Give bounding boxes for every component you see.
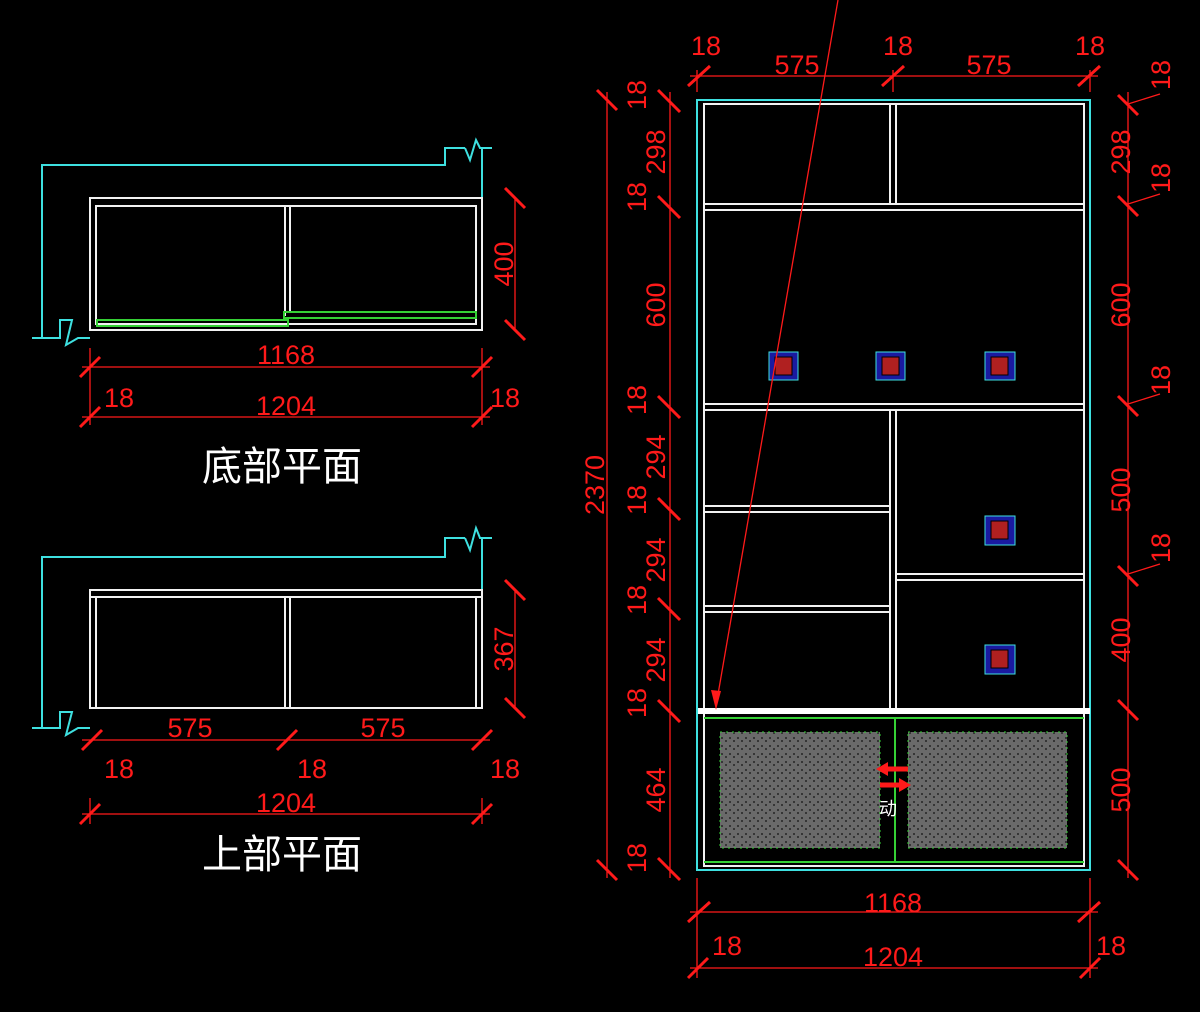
leader-line	[711, 0, 839, 710]
svg-text:294: 294	[641, 434, 671, 479]
svg-text:18: 18	[104, 754, 134, 784]
svg-text:575: 575	[966, 50, 1011, 80]
svg-text:1168: 1168	[864, 888, 922, 918]
dimension-depth: 400	[489, 186, 527, 342]
svg-text:500: 500	[1106, 767, 1136, 812]
svg-text:400: 400	[1106, 617, 1136, 662]
svg-text:1204: 1204	[863, 942, 923, 972]
svg-text:294: 294	[641, 537, 671, 582]
dimension-right-chain: 18 298 18 600 18 500 18 400 500	[1106, 60, 1176, 882]
light-fixture-icon	[768, 351, 799, 381]
svg-text:18: 18	[1146, 60, 1176, 90]
svg-text:575: 575	[774, 50, 819, 80]
svg-text:18: 18	[622, 80, 652, 110]
sliding-arrows-icon	[876, 762, 911, 792]
svg-text:1204: 1204	[256, 391, 316, 421]
sliding-door-left	[96, 319, 289, 327]
dimension-top: 18 575 18 575 18	[686, 31, 1105, 92]
svg-text:2370: 2370	[580, 455, 610, 515]
svg-text:18: 18	[1075, 31, 1105, 61]
svg-text:1168: 1168	[257, 340, 315, 370]
cabinet-outline	[89, 197, 483, 331]
light-fixture-icons	[768, 351, 1016, 675]
dimension-total-width: 1204 18 18	[78, 348, 520, 429]
svg-text:18: 18	[1146, 533, 1176, 563]
svg-text:298: 298	[641, 129, 671, 174]
svg-text:18: 18	[1096, 931, 1126, 961]
svg-text:600: 600	[1106, 282, 1136, 327]
svg-text:18: 18	[883, 31, 913, 61]
base-shelf	[698, 708, 1090, 714]
svg-text:575: 575	[360, 713, 405, 743]
svg-text:18: 18	[622, 485, 652, 515]
svg-text:18: 18	[622, 385, 652, 415]
view-title: 上部平面	[202, 832, 362, 878]
svg-text:18: 18	[691, 31, 721, 61]
top-plan-view: 367 575 575 18 18 18 1204 上部平面	[32, 524, 527, 878]
light-fixture-icon	[875, 351, 906, 381]
door-label: 动	[879, 799, 897, 820]
svg-text:18: 18	[1146, 163, 1176, 193]
svg-text:500: 500	[1106, 467, 1136, 512]
svg-text:294: 294	[641, 637, 671, 682]
svg-text:18: 18	[490, 383, 520, 413]
light-fixture-icon	[984, 351, 1016, 381]
svg-text:367: 367	[489, 626, 519, 671]
svg-text:464: 464	[641, 767, 671, 812]
svg-text:18: 18	[622, 688, 652, 718]
svg-text:18: 18	[297, 754, 327, 784]
cabinet-outline	[696, 99, 1091, 871]
light-fixture-icon	[984, 644, 1016, 675]
front-elevation-view: 动 18 575 18 575 18 2370	[580, 0, 1176, 980]
svg-text:1204: 1204	[256, 788, 316, 818]
svg-text:600: 600	[641, 282, 671, 327]
dimension-inner-width: 1168	[78, 340, 494, 379]
svg-text:18: 18	[104, 383, 134, 413]
svg-text:18: 18	[712, 931, 742, 961]
sliding-door-right	[283, 311, 477, 319]
view-title: 底部平面	[202, 444, 362, 490]
dimension-bays: 575 575 18 18 18	[80, 713, 520, 784]
sliding-door-right	[907, 731, 1068, 849]
dimension-total-width: 1204	[78, 788, 494, 826]
svg-text:400: 400	[489, 241, 519, 286]
light-fixture-icon	[984, 515, 1016, 546]
svg-text:18: 18	[622, 182, 652, 212]
svg-text:18: 18	[622, 585, 652, 615]
wall-line	[41, 147, 465, 338]
dimension-total-height: 2370	[580, 88, 619, 882]
dimension-depth: 367	[489, 578, 527, 720]
bottom-plan-view: 400 1168 1204 18 18 底部平面	[32, 137, 527, 490]
svg-text:18: 18	[490, 754, 520, 784]
sliding-door-left	[719, 731, 881, 849]
dimension-bottom: 1168 1204 18 18	[686, 878, 1126, 980]
dimension-left-chain: 18 298 18 600 18 294 18 294 18 294 18 46…	[622, 80, 682, 882]
svg-text:18: 18	[1146, 365, 1176, 395]
svg-text:298: 298	[1106, 129, 1136, 174]
svg-text:18: 18	[622, 843, 652, 873]
svg-text:575: 575	[167, 713, 212, 743]
